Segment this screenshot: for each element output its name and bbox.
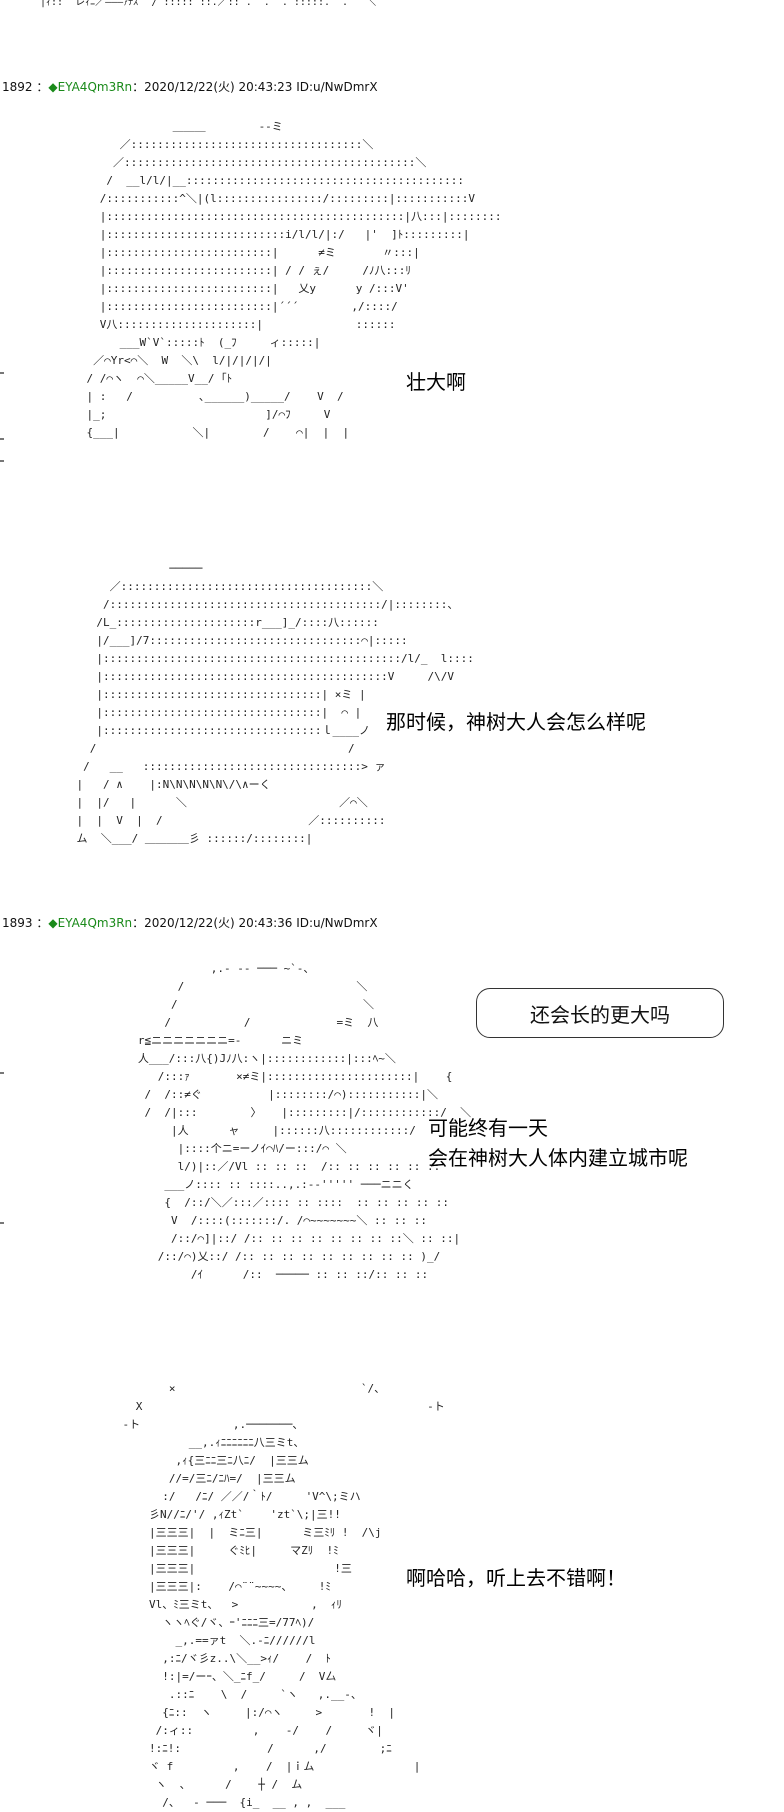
edge-mark [0, 460, 4, 462]
trip-code[interactable]: ◆EYA4Qm3Rn [48, 916, 133, 930]
ascii-art-character-2: ───── ／:::::::::::::::::::::::::::::::::… [76, 562, 474, 845]
caption-1: 壮大啊 [406, 370, 466, 394]
speech-bubble: 还会长的更大吗 [476, 988, 724, 1038]
edge-mark [0, 438, 4, 440]
edge-mark [0, 1222, 4, 1224]
post-separator: ： [36, 916, 49, 930]
caption-4: 啊哈哈，听上去不错啊！ [406, 1566, 626, 1590]
ascii-art-character-3: ,.- ‐‐ ─── ~`-、 / ＼ / ＼ / / =ミ 八 r≦ニニニニニ… [137, 962, 472, 1281]
post-header-1893: 1893 ：◆EYA4Qm3Rn：2020/12/22(火) 20:43:36 … [2, 916, 378, 930]
post-header-1892: 1892 ：◆EYA4Qm3Rn：2020/12/22(火) 20:43:23 … [2, 80, 378, 94]
post-number: 1892 [2, 80, 33, 94]
top-art-fragment: |ｨ:: レｨﾆ／―――ｧﾁｽ ﾞ/ ::::: ::.／:: . . . ::… [40, 0, 377, 8]
edge-mark [0, 372, 4, 374]
trip-code[interactable]: ◆EYA4Qm3Rn [48, 80, 133, 94]
edge-mark [0, 1072, 4, 1074]
caption-2: 那时候，神树大人会怎么样呢 [386, 710, 646, 734]
ascii-art-character-1: ＿＿＿ -‐ミ ／:::::::::::::::::::::::::::::::… [86, 120, 502, 439]
ascii-art-character-4: × `/、 X -ト -ト ,.───────、 __,.ｨﾆﾆﾆﾆﾆﾆ八三ミt… [122, 1382, 445, 1809]
caption-3-line-1: 可能终有一天 [428, 1116, 548, 1140]
caption-3-line-2: 会在神树大人体内建立城市呢 [428, 1146, 688, 1170]
bubble-text: 还会长的更大吗 [530, 1002, 670, 1027]
post-date-id: ：2020/12/22(火) 20:43:36 ID:u/NwDmrX [132, 916, 378, 930]
post-date-id: ：2020/12/22(火) 20:43:23 ID:u/NwDmrX [132, 80, 378, 94]
post-number: 1893 [2, 916, 33, 930]
post-separator: ： [36, 80, 49, 94]
